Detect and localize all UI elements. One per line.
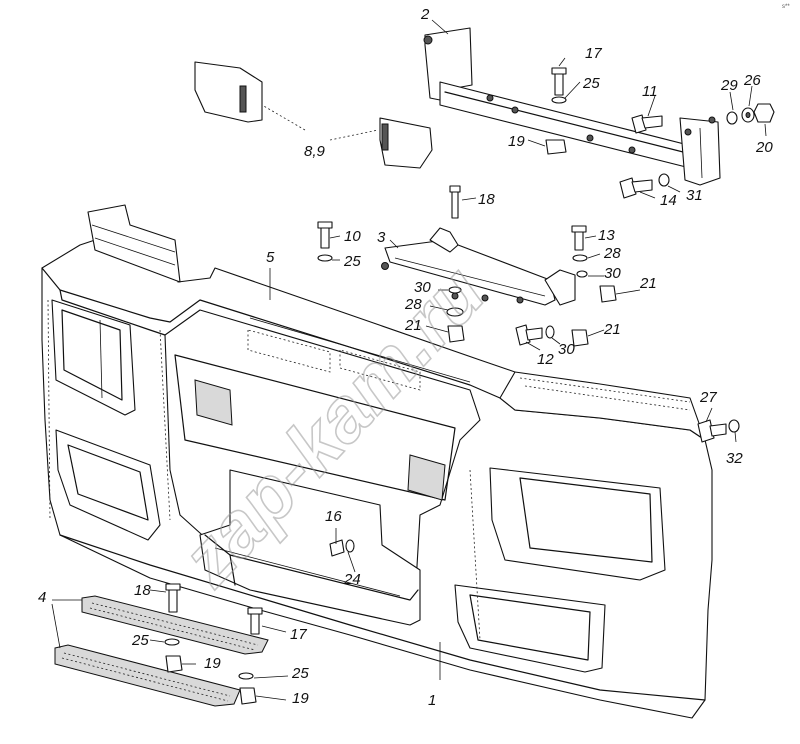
callout-21-upper: 21 xyxy=(639,275,657,292)
bumper-body xyxy=(41,239,713,719)
callout-19-mid: 19 xyxy=(204,655,221,672)
callout-20: 20 xyxy=(755,139,773,156)
callout-13: 13 xyxy=(598,227,615,244)
callout-11: 11 xyxy=(642,83,658,100)
callout-18-bottom: 18 xyxy=(134,582,151,599)
callout-30-middle: 30 xyxy=(414,279,431,296)
callout-17-bottom: 17 xyxy=(290,626,307,643)
callout-5: 5 xyxy=(266,249,275,266)
callout-3: 3 xyxy=(377,229,386,246)
callout-18-top: 18 xyxy=(478,191,495,208)
callout-27: 27 xyxy=(699,389,717,406)
callout-14: 14 xyxy=(660,192,677,209)
fasteners xyxy=(164,67,775,705)
callout-1: 1 xyxy=(428,692,436,709)
callout-4: 4 xyxy=(38,589,46,606)
callout-28-middle: 28 xyxy=(404,296,422,313)
callout-32: 32 xyxy=(726,450,743,467)
callout-8-9: 8,9 xyxy=(304,143,326,160)
step-grilles xyxy=(54,595,269,707)
callout-30-right: 30 xyxy=(604,265,621,282)
callout-12: 12 xyxy=(537,351,554,368)
leader-lines xyxy=(51,19,767,701)
lower-mounting-bracket xyxy=(381,227,576,306)
callout-30-lower: 30 xyxy=(558,341,575,358)
callout-24: 24 xyxy=(343,571,361,588)
callout-2: 2 xyxy=(420,6,430,23)
callout-numbers: 1 2 3 4 5 8,9 10 11 12 13 14 16 17 17 18… xyxy=(38,6,773,709)
callout-17-top: 17 xyxy=(585,45,602,62)
corner-caps xyxy=(194,61,433,169)
corner-mark: s** xyxy=(782,4,790,10)
callout-25-bracket: 25 xyxy=(343,253,361,270)
callout-10: 10 xyxy=(344,228,361,245)
callout-25-top: 25 xyxy=(582,75,600,92)
callout-16: 16 xyxy=(325,508,342,525)
callout-31: 31 xyxy=(686,187,703,204)
callout-28-right: 28 xyxy=(603,245,621,262)
callout-21-lower: 21 xyxy=(603,321,621,338)
callout-29: 29 xyxy=(720,77,738,94)
upper-mounting-bracket xyxy=(423,27,721,186)
callout-19-top: 19 xyxy=(508,133,525,150)
top-trim-strip xyxy=(87,204,181,283)
callout-21-middle: 21 xyxy=(404,317,422,334)
callout-25-lower-right: 25 xyxy=(291,665,309,682)
callout-25-lower-left: 25 xyxy=(131,632,149,649)
callout-19-bottom: 19 xyxy=(292,690,309,707)
callout-26: 26 xyxy=(743,72,761,89)
